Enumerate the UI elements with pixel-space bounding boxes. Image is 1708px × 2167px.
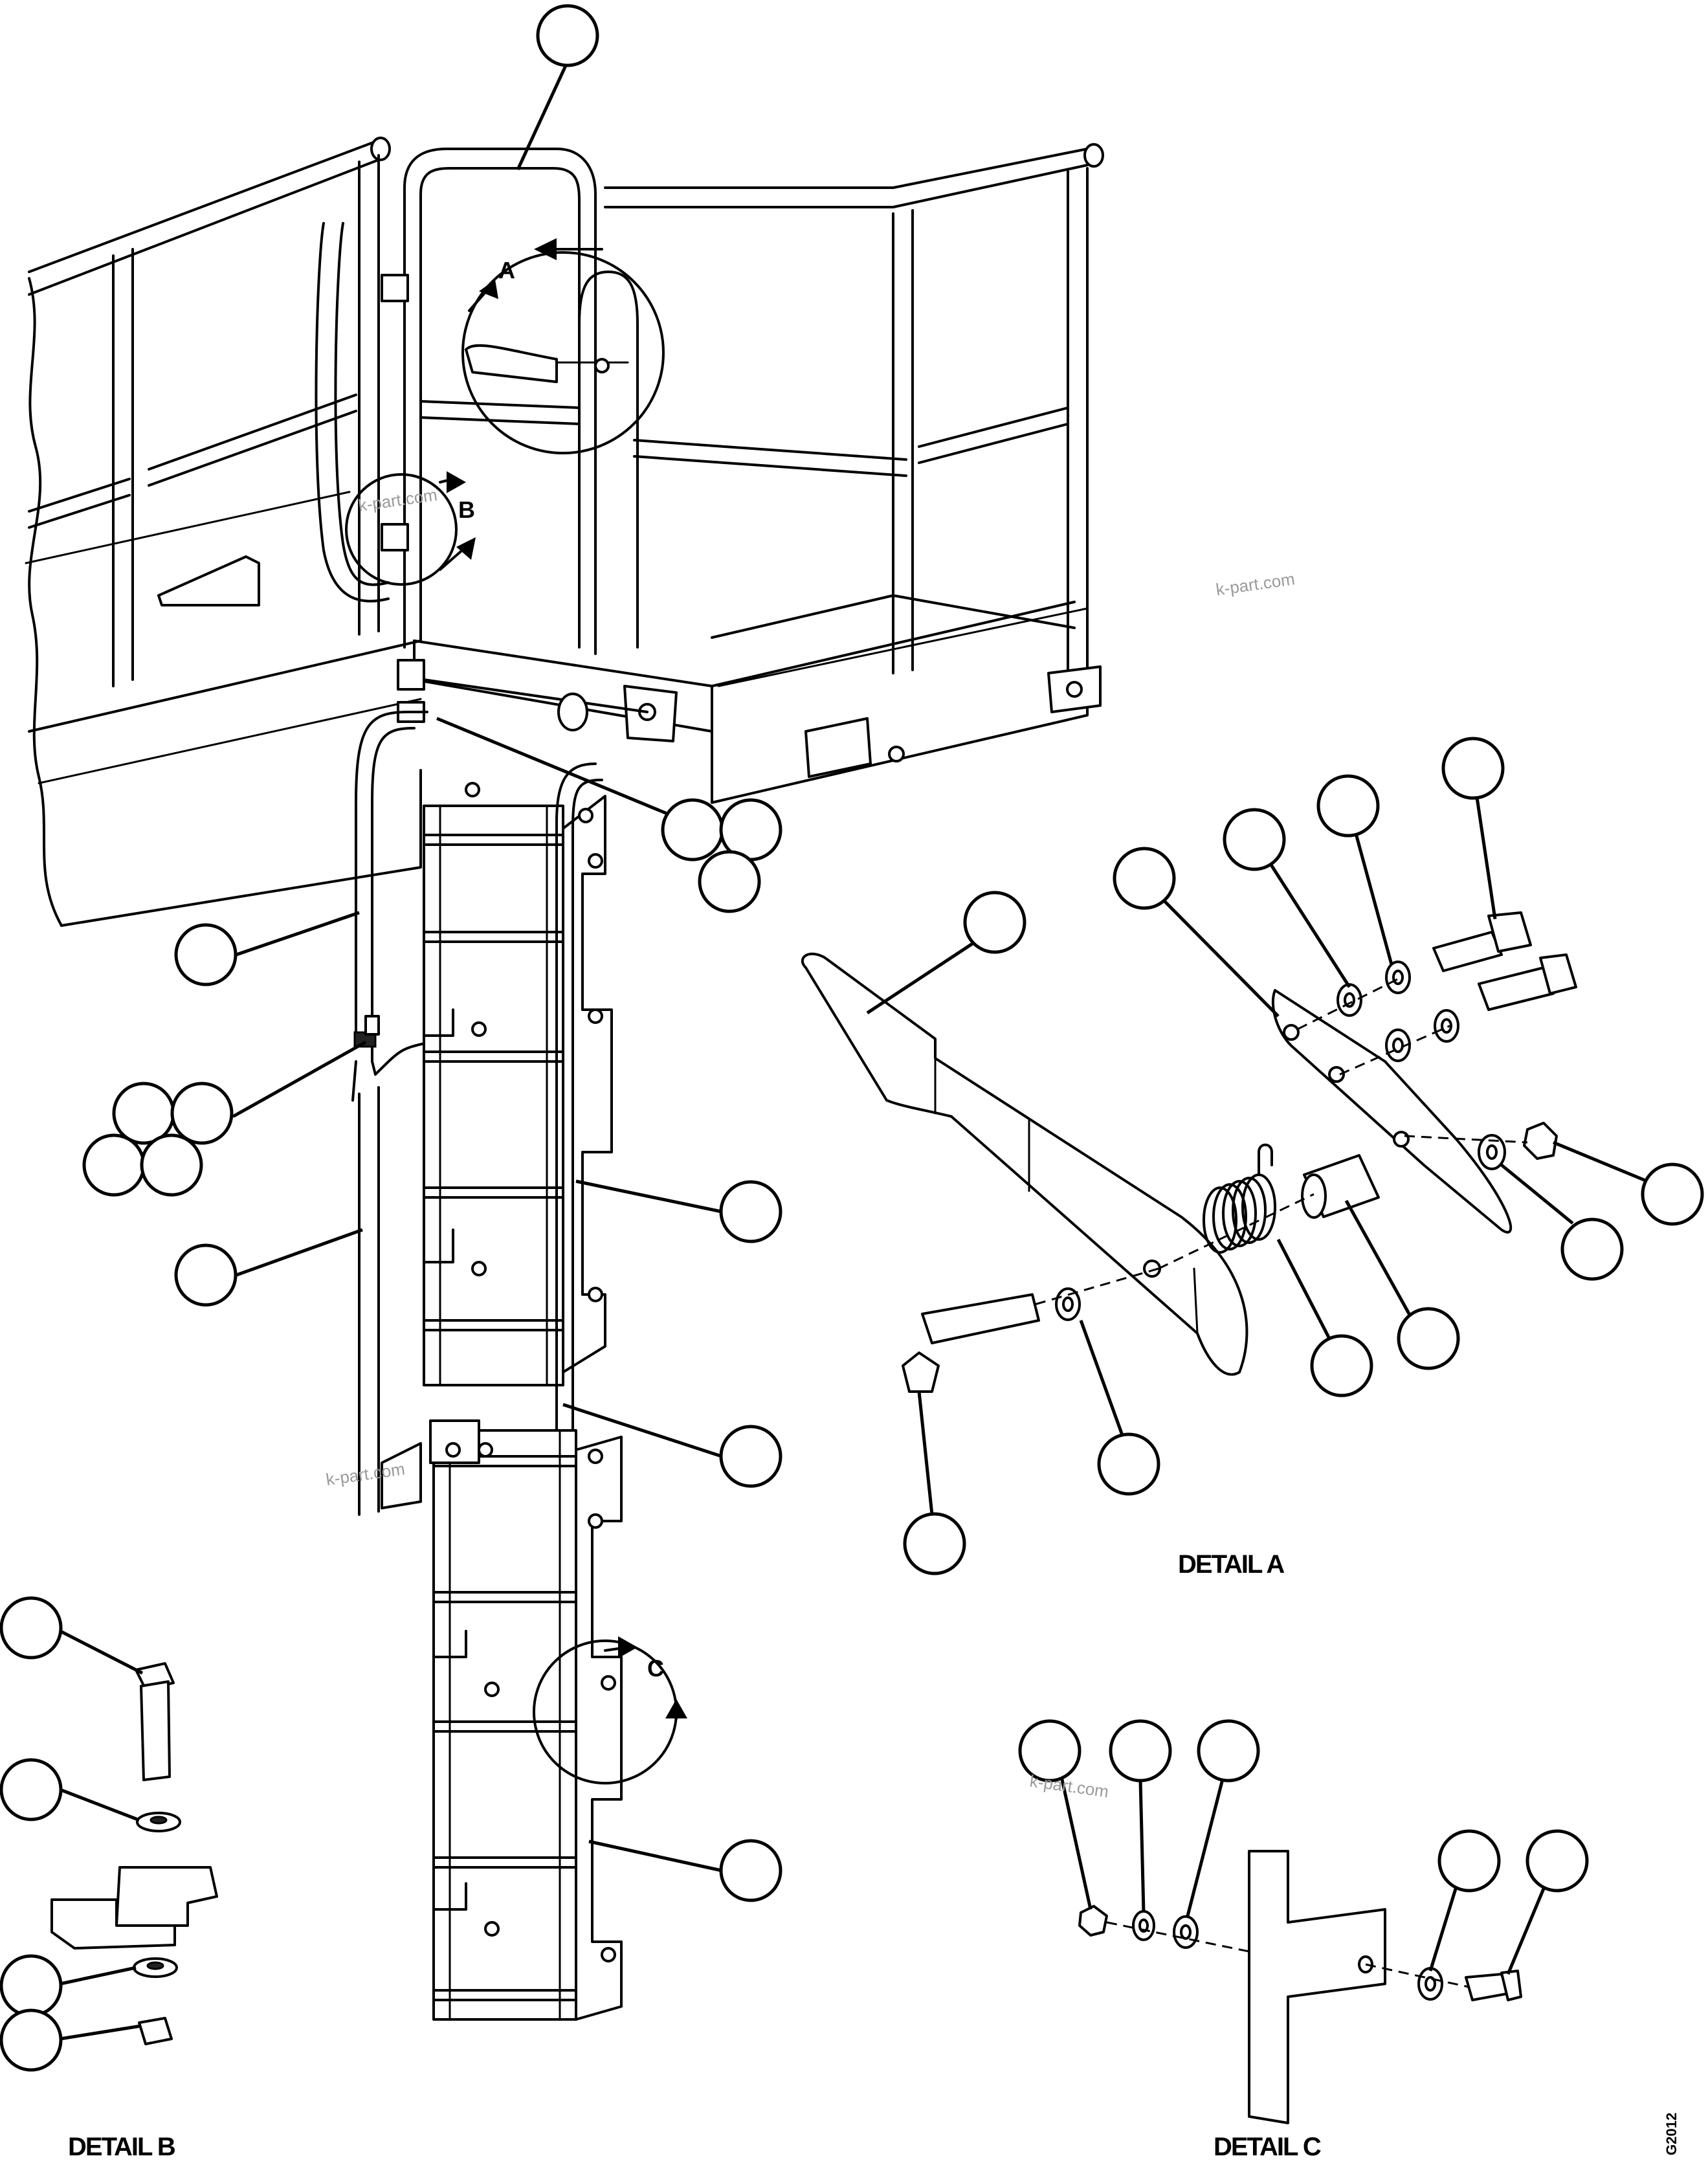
- bubble-a-pivot-bolt: [903, 1512, 966, 1575]
- bubble-a-nut: [1641, 1162, 1704, 1226]
- bubble-fastener-1: [112, 1082, 175, 1145]
- bubble-c-bolt: [1525, 1829, 1589, 1893]
- bubble-a-washer-1: [1223, 808, 1286, 871]
- bubble-b-washer-2: [0, 1954, 63, 2017]
- detail-a-exploded: [801, 911, 1577, 1393]
- bubble-fastener-2: [170, 1082, 234, 1145]
- bubble-a-arm: [963, 891, 1026, 954]
- figure-code: G2012: [1663, 2113, 1680, 2155]
- bubble-lower-ladder: [719, 1839, 782, 1902]
- watermark-4: k-part.com: [1028, 1771, 1110, 1801]
- bubble-a-bolt: [1441, 737, 1505, 800]
- bubble-c-nut: [1018, 1719, 1081, 1783]
- ladder-assembly: [351, 711, 623, 2021]
- detail-c-label: DETAIL C: [1214, 2133, 1321, 2161]
- detail-a-callout: A: [461, 238, 665, 454]
- bubble-a-washer-4: [1097, 1432, 1160, 1496]
- bubble-upper-ladder: [719, 1180, 782, 1243]
- bubble-a-washer-3: [1560, 1217, 1624, 1281]
- bubble-a-washer-2: [1316, 774, 1380, 838]
- watermark-1: k-part.com: [1215, 569, 1296, 599]
- bubble-hinge-3: [698, 850, 761, 913]
- bubble-gate: [536, 4, 599, 67]
- bubble-c-washer-2: [1197, 1719, 1260, 1783]
- callout-letter-c: C: [647, 1655, 664, 1682]
- bubble-a-link: [1113, 847, 1176, 910]
- platform-railing-assembly: [25, 137, 1104, 927]
- detail-a-label: DETAIL A: [1178, 1550, 1284, 1579]
- bubble-a-bushing: [1397, 1307, 1460, 1370]
- bubble-c-washer-3: [1437, 1829, 1501, 1893]
- torsion-spring: [1203, 1143, 1276, 1254]
- watermark-2: k-part.com: [357, 485, 439, 515]
- bubble-b-bolt: [0, 1596, 63, 1660]
- bubble-a-spring: [1310, 1334, 1373, 1397]
- detail-b-callout: B: [345, 471, 476, 586]
- bubble-ladder-rail: [719, 1425, 782, 1488]
- bubble-hinge-1: [661, 798, 724, 861]
- detail-b-label: DETAIL B: [68, 2133, 175, 2161]
- callout-letter-a: A: [498, 257, 515, 283]
- detail-c-callout: C: [533, 1636, 687, 1784]
- bubble-fastener-3: [82, 1133, 146, 1197]
- bubble-b-washer-1: [0, 1758, 63, 1821]
- callout-letter-b: B: [458, 496, 475, 523]
- bubble-upper-handrail: [174, 923, 238, 986]
- detail-b-exploded: [50, 1662, 218, 2045]
- bubble-lower-handrail: [174, 1243, 238, 1307]
- detail-c-exploded: [1078, 1850, 1522, 2124]
- bubble-c-washer-1: [1109, 1719, 1172, 1783]
- bubble-fastener-4: [140, 1133, 203, 1197]
- bubble-b-nut: [0, 2008, 63, 2072]
- reference-bubbles: [0, 4, 1704, 2072]
